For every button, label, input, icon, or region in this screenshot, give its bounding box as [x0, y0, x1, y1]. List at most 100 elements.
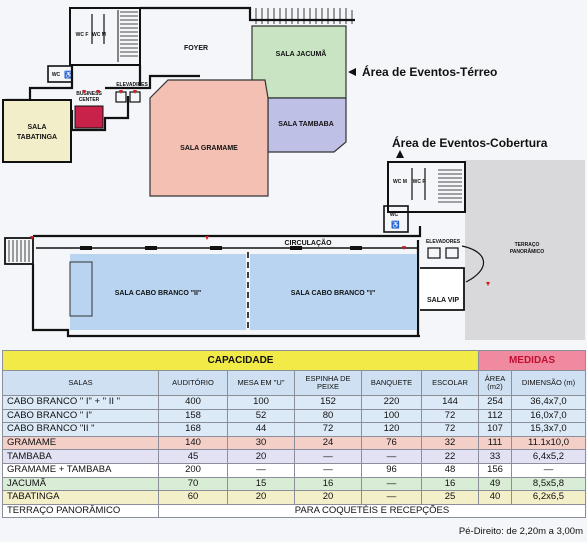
table-cell: — [361, 476, 422, 492]
door-markers-ground [82, 90, 137, 94]
wheelchair-icon: ♿ [64, 70, 73, 79]
wc-roof-m-label: WC M [393, 179, 407, 185]
table-cell: 33 [478, 449, 512, 464]
elevators-ground-label: ELEVADIRES [116, 82, 148, 88]
wc-access-label: WC [52, 72, 61, 78]
wc-roof-f-label: WC F [413, 179, 426, 185]
table-cell: 156 [478, 462, 512, 478]
roof-stair-block [387, 161, 466, 213]
table-cell: 96 [361, 462, 422, 478]
roof-stairs [438, 169, 462, 203]
table-cell: 36,4x7,0 [511, 395, 586, 410]
table-cell: 254 [478, 395, 512, 410]
wc-f-label: WC F [76, 32, 89, 38]
table-cell: 107 [478, 422, 512, 437]
table-cell: 80 [294, 408, 362, 424]
row-name: CABO BRANCO " I" [2, 408, 159, 424]
row-name: CABO BRANCO "II " [2, 422, 159, 437]
table-cell: 72 [421, 408, 479, 424]
table-cell: 49 [478, 476, 512, 492]
table-cell: 15 [227, 476, 295, 492]
table-cell: 158 [158, 408, 228, 424]
sala-gramame-room [149, 79, 269, 197]
row-name: TAMBABA [2, 449, 159, 464]
roof-area-title: Área de Eventos-Cobertura [392, 135, 548, 150]
table-cell: 60 [158, 490, 228, 505]
table-cell: 52 [227, 408, 295, 424]
terraco-label-1: TERRAÇO [515, 242, 540, 248]
table-cell: 16 [294, 476, 362, 492]
row-name: TABATINGA [2, 490, 159, 505]
table-cell: 100 [361, 408, 422, 424]
roof-walls [31, 226, 422, 338]
header-auditorio: AUDITÓRIO [158, 370, 228, 396]
business-center-label-1: BUSINESS [76, 91, 102, 97]
header-dimensao: DIMENSÃO (m) [511, 370, 586, 396]
table-header-row: SALAS AUDITÓRIO MESA EM "U" ESPINHA DE P… [2, 370, 586, 396]
row-name: JACUMÃ [2, 476, 159, 492]
table-cell: 220 [361, 395, 422, 410]
sala-tabatinga-room [2, 99, 72, 163]
table-cell: 168 [158, 422, 228, 437]
row-name: GRAMAME [2, 435, 159, 451]
table-cell: 140 [158, 435, 228, 451]
table-banner-row: CAPACIDADE MEDIDAS [2, 350, 586, 371]
sala-jacuma-label: SALA JACUMÃ [276, 49, 327, 58]
sala-tambaba-label: SALA TAMBABA [278, 121, 334, 128]
header-mesa-u: MESA EM "U" [227, 370, 295, 396]
capacity-band: CAPACIDADE [2, 350, 479, 371]
terraco-panoramico-area [465, 160, 585, 340]
sala-tabatinga-label-2: TABATINGA [17, 134, 57, 141]
ground-stairs [120, 11, 138, 57]
measures-band: MEDIDAS [478, 350, 586, 371]
table-cell: 6,4x5,2 [511, 449, 586, 464]
business-center-label-2: CENTER [79, 97, 100, 103]
roof-wheelchair-icon: ♿ [391, 220, 400, 229]
sala-vip-label: SALA VIP [427, 297, 459, 304]
stage-area [69, 261, 93, 317]
table-cell: 16,0x7,0 [511, 408, 586, 424]
terrace-curved-wall [461, 245, 485, 283]
door-markers-roof [30, 236, 490, 286]
wc-m-label: WC M [92, 32, 106, 38]
sala-cabo-branco-1-label: SALA CABO BRANCO "I" [291, 290, 376, 297]
sala-tabatinga-label-1: SALA [27, 124, 46, 131]
row-name: TERRAÇO PANORÂMICO [2, 503, 159, 519]
table-cell: 25 [421, 490, 479, 505]
table-cell: 400 [158, 395, 228, 410]
elevators-roof-label: ELEVADORES [426, 239, 461, 245]
sala-gramame-label: SALA GRAMAME [180, 145, 238, 152]
table-cell: 152 [294, 395, 362, 410]
table-row-terrace: TERRAÇO PANORÂMICO PARA COQUETÉIS E RECE… [2, 503, 586, 519]
header-salas: SALAS [2, 370, 159, 396]
ground-area-title: Área de Eventos-Térreo [362, 64, 497, 79]
jacuma-stairs [255, 8, 353, 24]
header-banquete: BANQUETE [361, 370, 422, 396]
header-espinha: ESPINHA DE PEIXE [294, 370, 362, 396]
foyer-label: FOYER [184, 45, 208, 52]
capacity-table: CAPACIDADE MEDIDAS SALAS AUDITÓRIO MESA … [2, 350, 586, 519]
table-cell: 16 [421, 476, 479, 492]
header-area: ÁREA (m2) [478, 370, 512, 396]
elevator-shafts-roof [427, 247, 459, 259]
table-cell: 70 [158, 476, 228, 492]
table-cell: 24 [294, 435, 362, 451]
table-cell: 112 [478, 408, 512, 424]
ground-area-arrow-icon [348, 68, 356, 76]
roof-area-arrow-icon [396, 150, 404, 158]
table-cell: 72 [421, 422, 479, 437]
table-cell: 72 [294, 422, 362, 437]
table-cell: 15,3x7,0 [511, 422, 586, 437]
table-cell: 40 [478, 490, 512, 505]
sala-cabo-branco-1-room [250, 254, 417, 330]
roof-wall-markers [80, 246, 362, 250]
table-cell: 22 [421, 449, 479, 464]
table-cell: 20 [227, 449, 295, 464]
table-cell: 120 [361, 422, 422, 437]
